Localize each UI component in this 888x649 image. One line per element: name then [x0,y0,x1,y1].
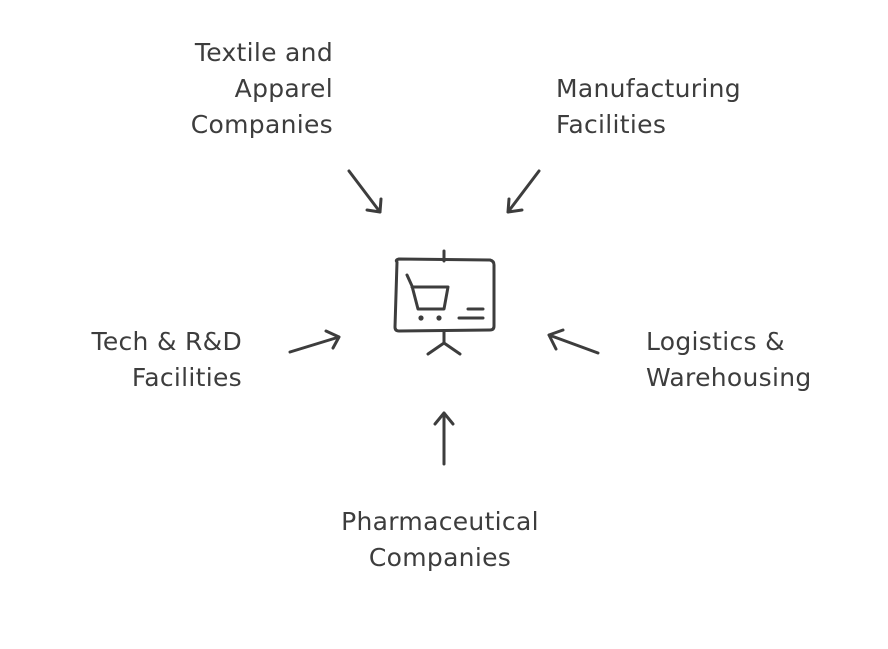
label-line: Tech & R&D [91,327,242,356]
node-label-logistics: Logistics & Warehousing [646,324,812,396]
cart-wheel-right [436,315,442,321]
label-line: Textile and [194,38,333,67]
node-label-tech-rd: Tech & R&D Facilities [92,324,243,396]
node-label-textile-apparel: Textile and Apparel Companies [191,35,333,143]
cart-wheel-left [418,315,424,321]
label-line: Apparel [234,74,333,103]
presentation-board-shopping-cart-icon [393,249,496,356]
arrow-textile [347,169,383,214]
label-line: Companies [190,110,333,139]
label-line: Logistics & [646,327,785,356]
cart-basket [405,273,450,311]
label-line: Pharmaceutical [341,507,539,536]
arrow-pharma [433,411,455,466]
label-line: Facilities [556,110,667,139]
arrow-up-icon [433,411,455,466]
node-label-manufacturing: Manufacturing Facilities [556,71,741,143]
arrow-tech [288,329,341,354]
node-label-pharmaceutical: Pharmaceutical Companies [328,504,552,576]
label-line: Facilities [131,363,242,392]
board-frame [393,257,496,333]
board-stand [426,329,462,356]
arrow-logistics [547,328,600,355]
arrow-right-icon [288,329,341,354]
arrow-left-icon [547,328,600,355]
label-line: Companies [368,543,512,572]
arrow-down-left-icon [506,169,541,214]
label-line: Manufacturing [556,74,741,103]
arrow-down-right-icon [347,169,383,214]
arrow-manufacturing [506,169,541,214]
label-line: Warehousing [646,363,812,392]
